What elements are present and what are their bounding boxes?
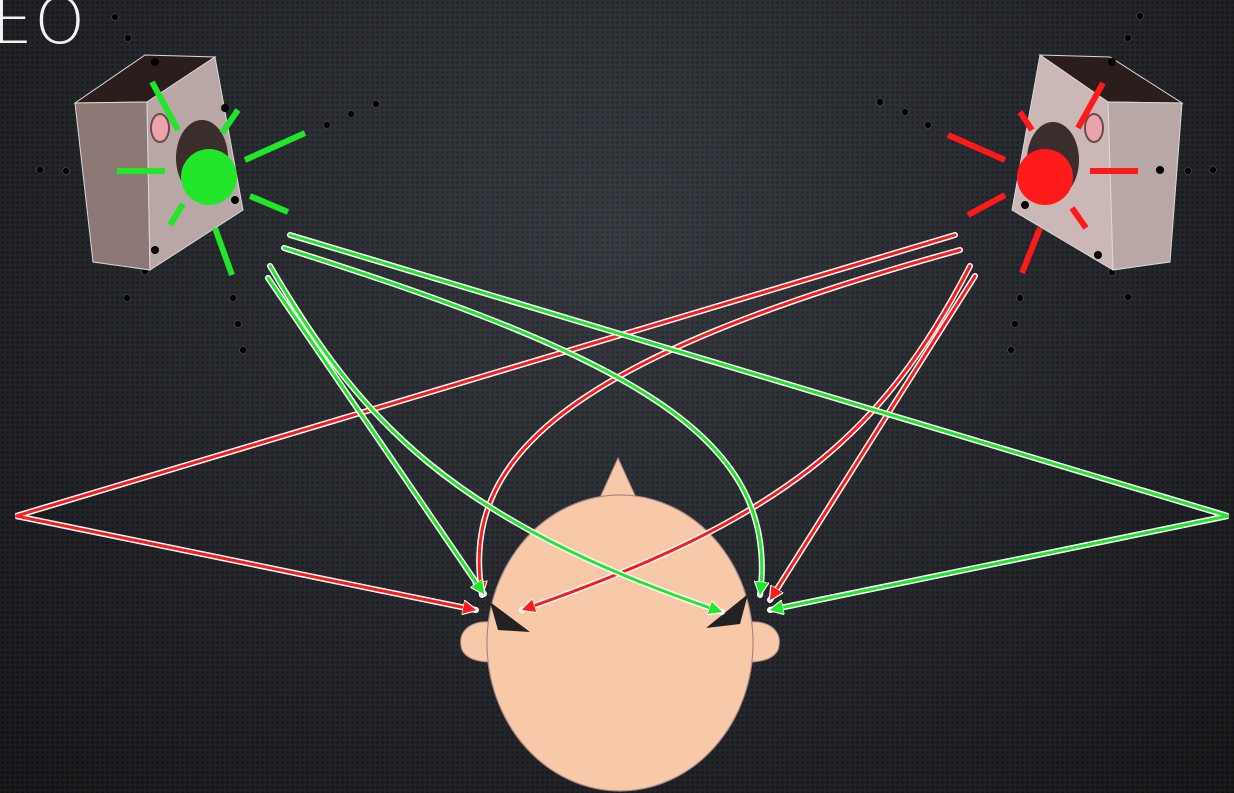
left-speaker — [73, 54, 307, 277]
right-speaker-signal-light — [1017, 149, 1073, 205]
red-sound-paths — [15, 232, 978, 610]
listener-head — [460, 456, 780, 792]
green-sound-paths — [265, 232, 1229, 612]
right-ear-canal — [706, 594, 748, 628]
left-ear-canal — [490, 602, 530, 632]
right-speaker — [946, 54, 1184, 275]
slide-title-fragment: EO — [0, 0, 87, 59]
left-speaker-signal-light — [181, 149, 237, 205]
